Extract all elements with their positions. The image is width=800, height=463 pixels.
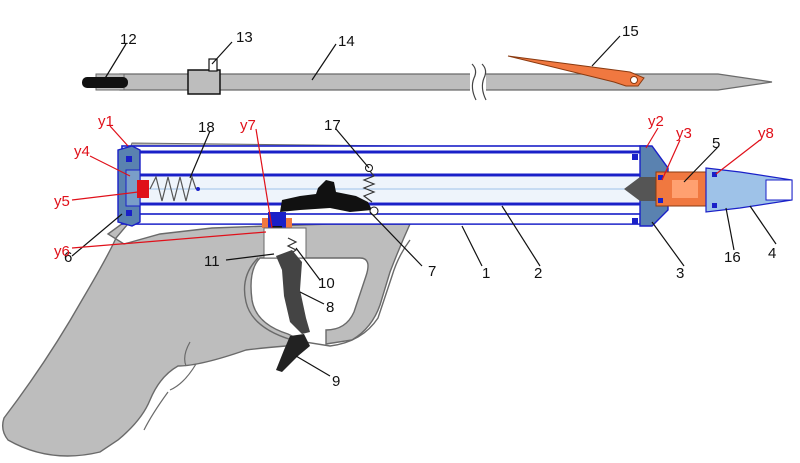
front-cap-o-ring-bottom: [632, 218, 638, 224]
trigger-shoe: [276, 334, 310, 372]
housing-bottom: [135, 213, 641, 225]
label-18: 18: [198, 119, 215, 136]
label-y1: у1: [98, 113, 114, 130]
rear-cap: [117, 145, 149, 227]
sear-spring: [362, 169, 376, 203]
label-y6: у6: [54, 243, 70, 260]
spear-break: [470, 66, 486, 98]
spear: [82, 55, 773, 101]
spring-end-dot: [196, 187, 200, 191]
handle: [1, 211, 412, 457]
front-guide-arrow: [624, 177, 660, 201]
leader-lines: [71, 35, 777, 377]
trigger-mechanism: [262, 164, 379, 372]
front-cap-o-ring-top: [632, 154, 638, 160]
spear-collar-pin: [208, 58, 218, 72]
label-14: 14: [338, 33, 355, 50]
label-4: 4: [768, 245, 776, 262]
muzzle-o-ring-top: [712, 172, 717, 177]
label-8: 8: [326, 299, 334, 316]
label-7: 7: [428, 263, 436, 280]
spear-break-mark-2: [481, 63, 487, 101]
spear-barb: [507, 55, 645, 87]
spear-collar: [187, 69, 221, 95]
label-10: 10: [318, 275, 335, 292]
label-3: 3: [676, 265, 684, 282]
label-y7: у7: [240, 117, 256, 134]
trigger-guard: [243, 239, 411, 347]
trigger-spring: [286, 237, 298, 255]
label-y2: у2: [648, 113, 664, 130]
barrel-housing: [121, 142, 647, 225]
labels: 12 13 14 15 18 17 5 6 7 1 2 3 4 16 11 10…: [54, 23, 776, 390]
muzzle-o-ring-bottom: [712, 203, 717, 208]
rear-seal-red: [137, 180, 149, 198]
label-12: 12: [120, 31, 137, 48]
label-y4: у4: [74, 143, 90, 160]
grip-finger-grooves: [143, 341, 197, 431]
trigger: [276, 250, 310, 334]
rear-cap-o-ring-top: [126, 156, 132, 162]
front-section: [624, 145, 793, 227]
sear-lever: [280, 180, 372, 212]
spear-tail-knob: [82, 77, 128, 88]
label-13: 13: [236, 29, 253, 46]
front-orange-notch: [672, 180, 698, 198]
front-o-ring-y3-bottom: [658, 198, 663, 203]
rear-cap-o-ring-bottom: [126, 210, 132, 216]
label-y5: у5: [54, 193, 70, 210]
label-17: 17: [324, 117, 341, 134]
label-1: 1: [482, 265, 490, 282]
label-6: 6: [64, 249, 72, 266]
label-11: 11: [204, 253, 220, 270]
front-o-ring-y3-top: [658, 175, 663, 180]
label-y8: у8: [758, 125, 774, 142]
label-y3: у3: [676, 125, 692, 142]
label-9: 9: [332, 373, 340, 390]
label-5: 5: [712, 135, 720, 152]
label-16: 16: [724, 249, 741, 266]
label-2: 2: [534, 265, 542, 282]
spear-barb-pivot: [630, 76, 638, 84]
muzzle-tip: [765, 179, 793, 201]
sear-pivot: [369, 206, 379, 216]
spear-break-mark: [471, 63, 477, 101]
label-15: 15: [622, 23, 639, 40]
piston-spring: [149, 174, 197, 202]
